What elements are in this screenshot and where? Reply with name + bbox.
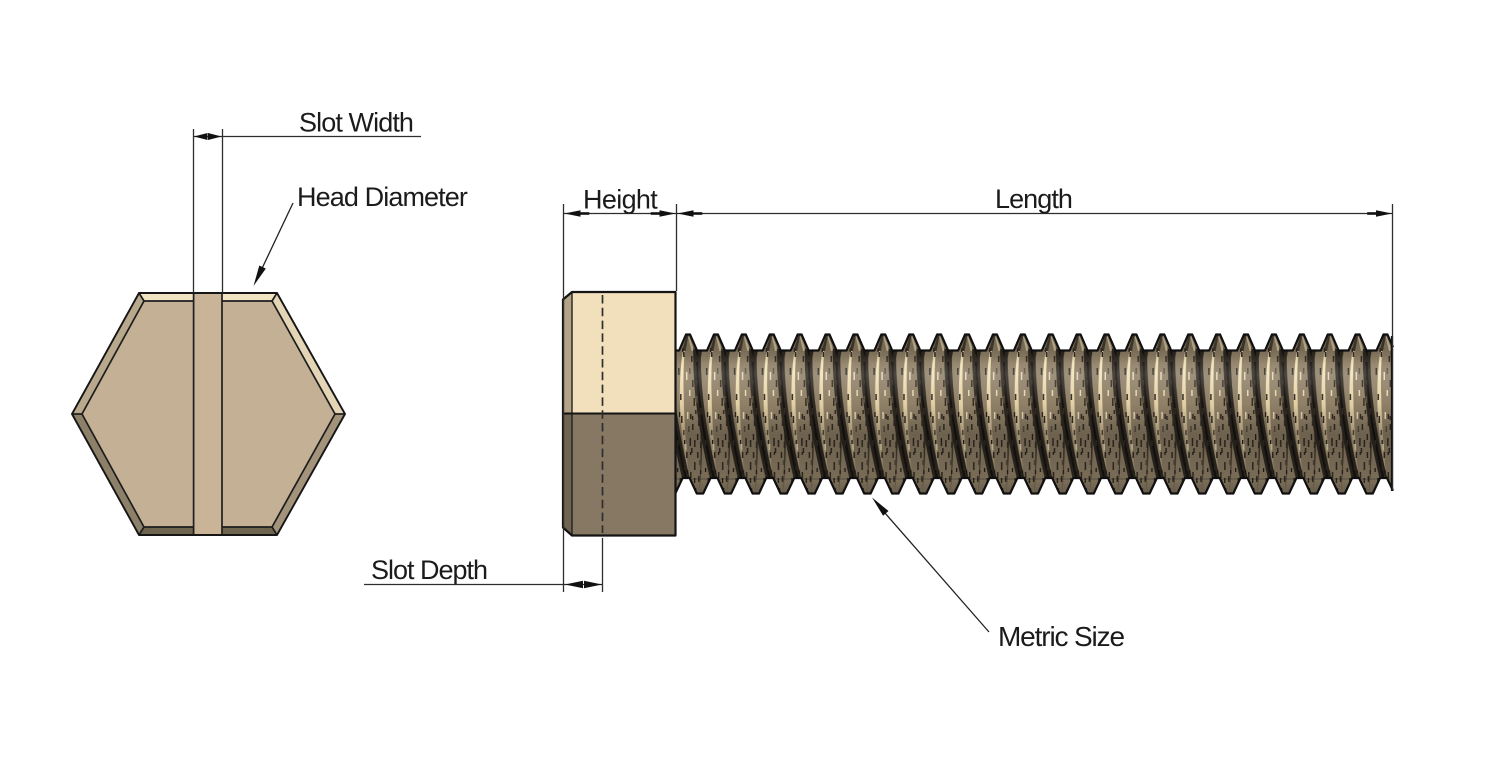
svg-text:Length: Length bbox=[995, 184, 1072, 214]
svg-text:Head Diameter: Head Diameter bbox=[297, 182, 468, 212]
svg-text:Metric Size: Metric Size bbox=[998, 621, 1124, 652]
svg-text:Height: Height bbox=[583, 185, 658, 215]
svg-text:Slot Width: Slot Width bbox=[299, 108, 413, 138]
svg-text:Slot Depth: Slot Depth bbox=[371, 555, 487, 585]
